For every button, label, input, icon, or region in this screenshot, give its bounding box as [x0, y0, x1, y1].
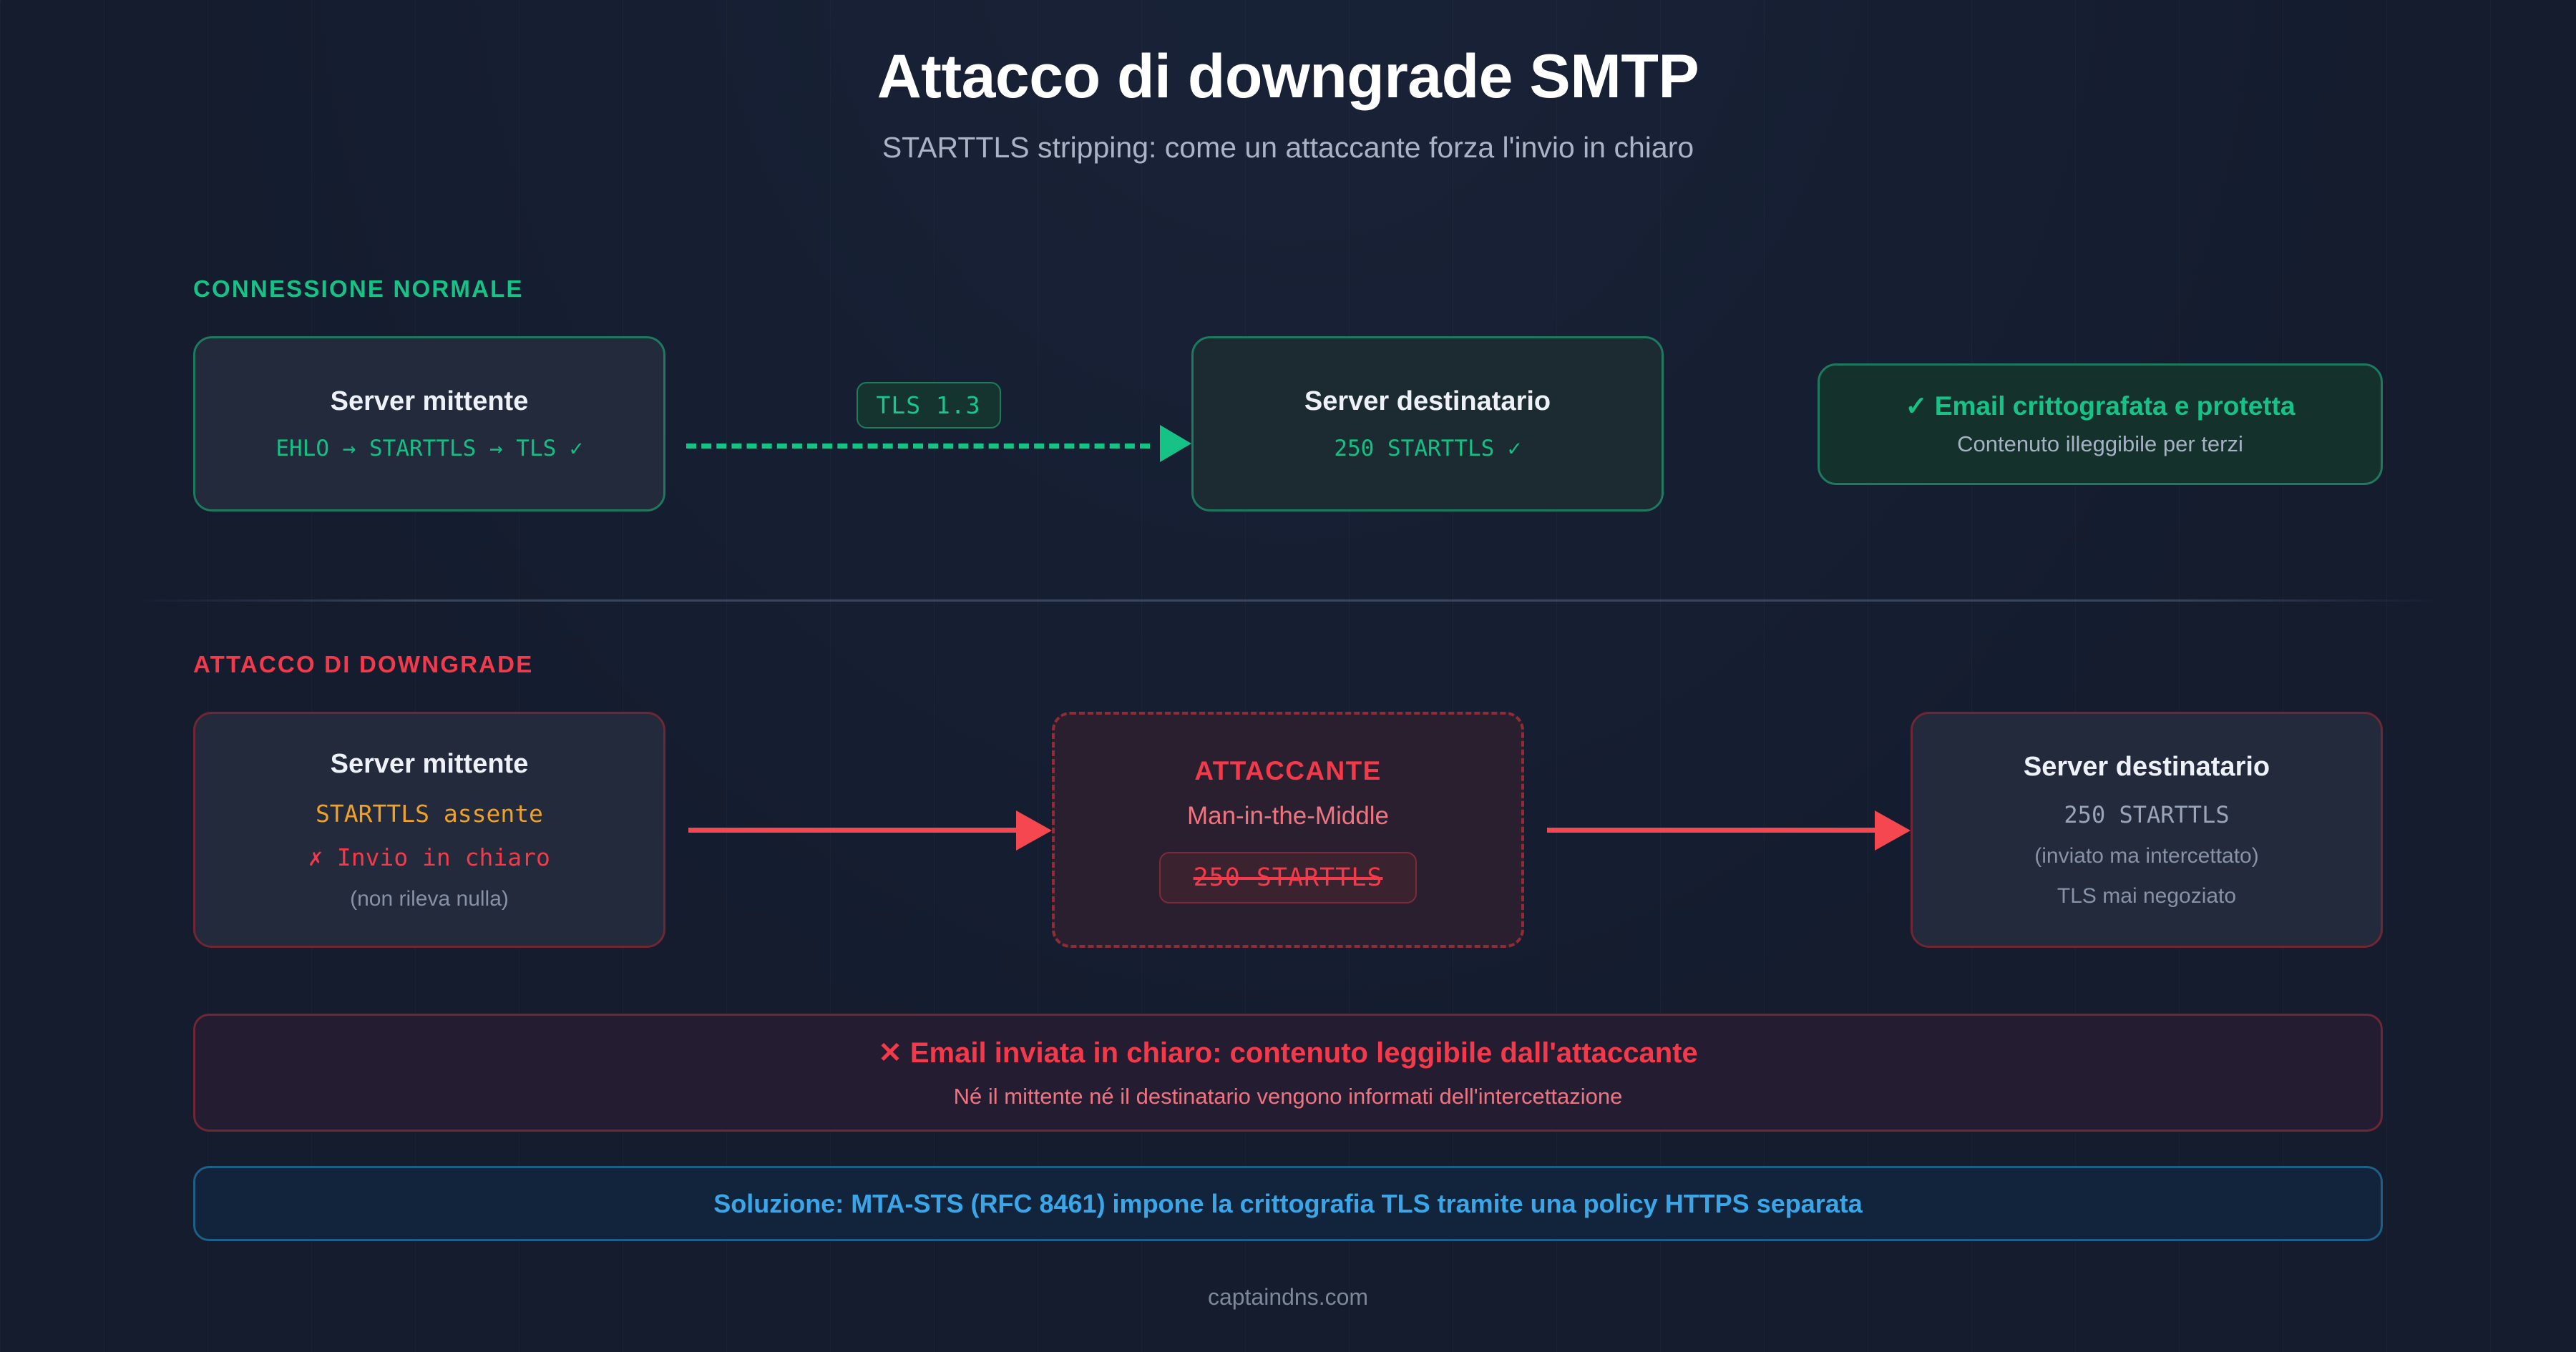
normal-sender-node[interactable]: Server mittente EHLO → STARTTLS → TLS ✓: [193, 336, 665, 511]
cleartext-alert-main: ✕ Email inviata in chiaro: contenuto leg…: [878, 1037, 1698, 1069]
tls-version-badge: TLS 1.3: [856, 381, 1001, 428]
attacker-subtitle: Man-in-the-Middle: [1186, 802, 1390, 830]
cleartext-arrow-line-right: [1547, 828, 1878, 833]
page-subtitle: STARTTLS stripping: come un attaccante f…: [882, 131, 1694, 165]
normal-connection-section: CONNESSIONE NORMALE Server mittente EHLO…: [193, 275, 2383, 511]
attack-sender-title: Server mittente: [330, 748, 529, 779]
cleartext-alert-sub: Né il mittente né il destinatario vengon…: [953, 1083, 1623, 1109]
header: Attacco di downgrade SMTP STARTTLS strip…: [0, 0, 2576, 165]
encrypted-status-main: ✓ Email crittografata e protetta: [1905, 391, 2296, 421]
encrypted-arrow-head-icon: [1160, 424, 1191, 462]
normal-connector: TLS 1.3: [665, 378, 1191, 471]
cleartext-arrow-head-right-icon: [1875, 810, 1911, 851]
footer-source: captaindns.com: [1207, 1284, 1369, 1310]
attack-receiver-node[interactable]: Server destinatario 250 STARTTLS (inviat…: [1911, 712, 2383, 948]
normal-section-label: CONNESSIONE NORMALE: [193, 275, 524, 302]
attack-sender-line-cleartext: ✗ Invio in chiaro: [308, 843, 550, 871]
attacker-title: ATTACCANTE: [1194, 756, 1382, 785]
attack-section-label: ATTACCO DI DOWNGRADE: [193, 651, 534, 677]
attack-receiver-title: Server destinatario: [2023, 751, 2270, 782]
attack-row: Server mittente STARTTLS assente ✗ Invio…: [193, 712, 2383, 948]
attack-connector-left: [665, 783, 1052, 876]
normal-sender-title: Server mittente: [330, 386, 529, 416]
encrypted-arrow-line: [686, 443, 1150, 449]
solution-banner: Soluzione: MTA-STS (RFC 8461) impone la …: [193, 1166, 2383, 1241]
normal-receiver-node[interactable]: Server destinatario 250 STARTTLS ✓: [1191, 336, 1664, 511]
normal-connection-row: Server mittente EHLO → STARTTLS → TLS ✓ …: [193, 336, 2383, 511]
attack-sender-line-starttls: STARTTLS assente: [316, 799, 543, 828]
attack-receiver-line-tls: TLS mai negoziato: [2057, 883, 2237, 908]
attack-receiver-line-code: 250 STARTTLS: [2064, 800, 2230, 828]
cleartext-alert-banner: ✕ Email inviata in chiaro: contenuto leg…: [193, 1014, 2383, 1132]
attack-receiver-line-intercepted: (inviato ma intercettato): [2034, 843, 2259, 868]
normal-sender-detail: EHLO → STARTTLS → TLS ✓: [275, 436, 583, 461]
attack-section: ATTACCO DI DOWNGRADE Server mittente STA…: [193, 651, 2383, 1241]
stripped-starttls-chip: 250 STARTTLS: [1158, 852, 1418, 903]
attacker-node[interactable]: ATTACCANTE Man-in-the-Middle 250 STARTTL…: [1052, 712, 1524, 948]
encrypted-status-card: ✓ Email crittografata e protetta Contenu…: [1818, 363, 2383, 485]
normal-receiver-detail: 250 STARTTLS ✓: [1334, 436, 1521, 461]
page-title: Attacco di downgrade SMTP: [877, 42, 1699, 111]
attack-sender-node[interactable]: Server mittente STARTTLS assente ✗ Invio…: [193, 712, 665, 948]
attack-sender-line-note: (non rileva nulla): [350, 886, 509, 911]
section-divider: [136, 599, 2440, 602]
encrypted-status-sub: Contenuto illeggibile per terzi: [1957, 431, 2243, 456]
attack-connector-right: [1524, 783, 1911, 876]
cleartext-arrow-line-left: [688, 828, 1019, 833]
cleartext-arrow-head-left-icon: [1016, 810, 1052, 851]
solution-text: Soluzione: MTA-STS (RFC 8461) impone la …: [713, 1188, 1863, 1218]
normal-receiver-title: Server destinatario: [1304, 386, 1551, 416]
